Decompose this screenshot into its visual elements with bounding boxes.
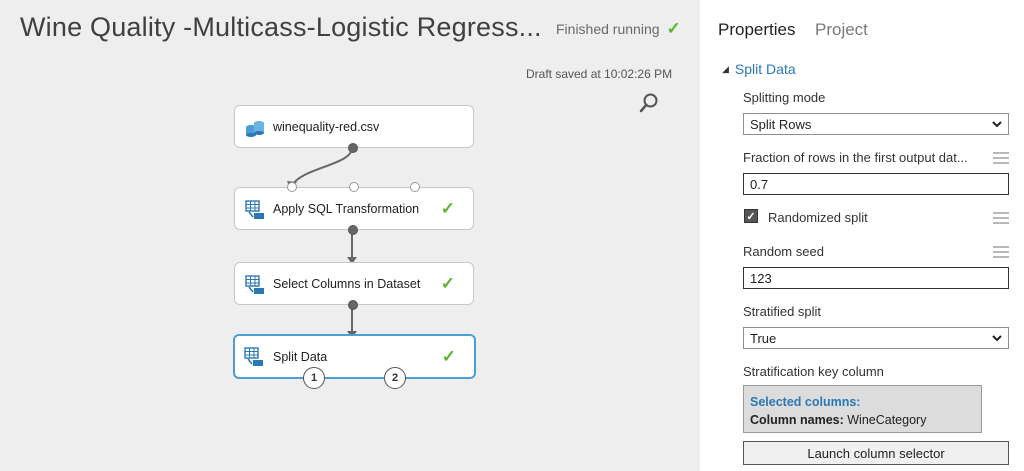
module-icon (244, 347, 263, 366)
random-seed-label: Random seed (743, 244, 824, 259)
experiment-title[interactable]: Wine Quality -Multicass-Logistic Regress… (20, 12, 542, 42)
column-names-value: WineCategory (847, 413, 927, 427)
output-port-2[interactable]: 2 (384, 367, 406, 389)
search-icon[interactable] (638, 92, 660, 114)
run-status: Finished running ✓ (556, 19, 681, 39)
randomized-split-label: Randomized split (768, 210, 868, 225)
input-port[interactable] (349, 182, 359, 192)
tab-properties[interactable]: Properties (718, 20, 796, 39)
draft-saved-text: Draft saved at 10:02:26 PM (526, 67, 673, 81)
checkmark-icon: ✓ (440, 273, 455, 293)
splitting-mode-label: Splitting mode (743, 90, 826, 105)
stratification-key-label: Stratification key column (743, 364, 884, 379)
section-title: Split Data (734, 61, 796, 77)
stratified-split-value: True (750, 330, 777, 346)
module-icon (245, 200, 264, 219)
checkmark-icon: ✓ (666, 19, 681, 38)
input-port[interactable] (287, 182, 297, 192)
module-label: Select Columns in Dataset (273, 276, 421, 291)
dataset-icon (246, 121, 264, 137)
module-select-columns-in-dataset[interactable]: Select Columns in Dataset ✓ (234, 262, 474, 310)
splitting-mode-value: Split Rows (750, 116, 812, 132)
randomized-split-checkbox[interactable]: ✓ (744, 209, 758, 223)
output-port[interactable] (348, 143, 358, 153)
checkmark-icon: ✓ (440, 198, 455, 218)
fraction-label: Fraction of rows in the first output dat… (743, 150, 968, 165)
section-header-split-data[interactable]: ◢ Split Data (722, 61, 796, 77)
splitting-mode-select[interactable]: Split Rows (743, 113, 1009, 135)
module-label: Split Data (273, 349, 328, 364)
properties-panel: Properties Project ◢ Split Data Splittin… (700, 0, 1024, 471)
module-label: winequality-red.csv (273, 119, 380, 134)
fraction-input[interactable]: 0.7 (743, 173, 1009, 195)
column-names-key: Column names: (750, 413, 844, 427)
module-apply-sql-transformation[interactable]: Apply SQL Transformation ✓ (234, 182, 474, 235)
output-port[interactable] (348, 225, 358, 235)
input-port[interactable] (410, 182, 420, 192)
drag-handle-icon[interactable] (993, 152, 1009, 164)
output-port-1[interactable]: 1 (303, 367, 325, 389)
module-split-data[interactable]: Split Data ✓ 1 2 (233, 334, 476, 389)
stratified-split-select[interactable]: True (743, 327, 1009, 349)
module-label: Apply SQL Transformation (273, 201, 420, 216)
tab-project[interactable]: Project (815, 20, 868, 39)
checkmark-icon: ✓ (441, 346, 456, 366)
column-names-line: Column names: WineCategory (750, 411, 975, 429)
experiment-canvas[interactable]: Wine Quality -Multicass-Logistic Regress… (0, 0, 700, 471)
fraction-value: 0.7 (750, 176, 769, 192)
random-seed-value: 123 (750, 270, 772, 286)
selected-columns-box: Selected columns: Column names: WineCate… (743, 385, 982, 433)
module-dataset[interactable]: winequality-red.csv (234, 105, 474, 153)
stratified-split-label: Stratified split (743, 304, 822, 319)
selected-columns-title: Selected columns: (750, 395, 861, 409)
chevron-down-icon (992, 121, 1002, 128)
output-port[interactable] (348, 300, 358, 310)
drag-handle-icon[interactable] (993, 246, 1009, 258)
module-icon (245, 275, 264, 294)
launch-column-selector-button[interactable]: Launch column selector (743, 441, 1009, 465)
drag-handle-icon[interactable] (993, 212, 1009, 224)
chevron-down-icon (992, 335, 1002, 342)
connection-wires (287, 147, 357, 338)
random-seed-input[interactable]: 123 (743, 267, 1009, 289)
collapse-triangle-icon: ◢ (722, 63, 729, 74)
run-status-text: Finished running (556, 21, 660, 37)
